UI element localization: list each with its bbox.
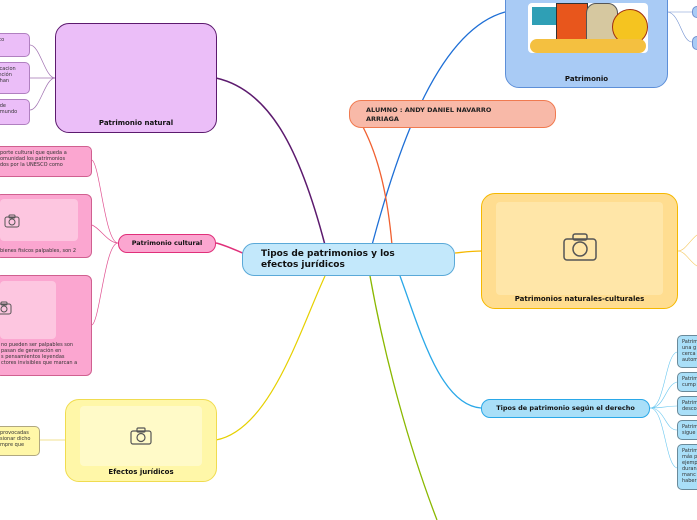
link-patrimonio	[371, 11, 506, 246]
derecho-child[interactable]: Patrim una g cerca autom	[677, 335, 697, 368]
patrimonio-child[interactable]	[692, 36, 697, 50]
patrimonio-image	[528, 3, 648, 53]
student-node[interactable]: ALUMNO : ANDY DANIEL NAVARRO ARRIAGA	[349, 100, 556, 128]
efectos-child[interactable]: provocadas sionar dicho mpre que	[0, 426, 40, 456]
cultural-child-text: bienes fisicos palpables, son 2	[0, 248, 77, 254]
efectos-juridicos-label: Efectos jurídicos	[108, 468, 174, 476]
derecho-label: Tipos de patrimonio según el derecho	[496, 404, 635, 412]
derecho-node[interactable]: Tipos de patrimonio según el derecho	[481, 399, 650, 418]
natural-child[interactable]: n de n mundo	[0, 99, 30, 125]
link-down	[369, 275, 438, 520]
link-efectos	[215, 275, 326, 441]
patrimonio-label: Patrimonio	[564, 75, 609, 83]
link-natural	[215, 77, 326, 246]
cultural-child-text: no pueden ser palpables son pasan de gen…	[1, 342, 78, 366]
cultural-child[interactable]: porte cultural que queda a omunidad los …	[0, 146, 92, 177]
camera-icon	[4, 213, 20, 232]
camera-icon	[0, 300, 12, 319]
patrimonio-cultural-label: Patrimonio cultural	[131, 239, 203, 247]
patrimonio-child[interactable]	[692, 6, 697, 18]
derecho-child[interactable]: Patrim cump	[677, 372, 697, 392]
link-natcult	[454, 250, 483, 254]
patrimonio-natural-label: Patrimonio natural	[98, 119, 174, 127]
central-topic[interactable]: Tipos de patrimonios y los efectos juríd…	[242, 243, 455, 276]
student-label: ALUMNO : ANDY DANIEL NAVARRO ARRIAGA	[366, 106, 492, 123]
efectos-juridicos-node[interactable]: Efectos jurídicos	[65, 399, 217, 482]
cultural-child-image[interactable]: bienes fisicos palpables, son 2	[0, 194, 92, 258]
natural-child[interactable]: ificacion tinción o han	[0, 62, 30, 94]
natural-child[interactable]: tico	[0, 33, 30, 57]
patrimonio-node[interactable]: Patrimonio	[505, 0, 668, 88]
naturales-culturales-node[interactable]: Patrimonios naturales-culturales	[481, 193, 678, 309]
cultural-child-image[interactable]: no pueden ser palpables son pasan de gen…	[0, 275, 92, 376]
derecho-child[interactable]: Patrim sigue	[677, 420, 697, 440]
link-cultural	[215, 242, 246, 255]
camera-icon	[130, 427, 152, 449]
patrimonio-natural-node[interactable]: Patrimonio natural	[55, 23, 217, 133]
derecho-child[interactable]: Patrim desco	[677, 396, 697, 416]
naturales-culturales-label: Patrimonios naturales-culturales	[514, 295, 645, 303]
patrimonio-cultural-node[interactable]: Patrimonio cultural	[118, 234, 216, 253]
link-derecho	[399, 275, 482, 409]
central-topic-label: Tipos de patrimonios y los efectos juríd…	[261, 249, 395, 270]
camera-icon	[562, 232, 598, 266]
link-student	[362, 126, 393, 246]
derecho-child[interactable]: Patrim más p ejemp duran manc haber	[677, 444, 697, 490]
